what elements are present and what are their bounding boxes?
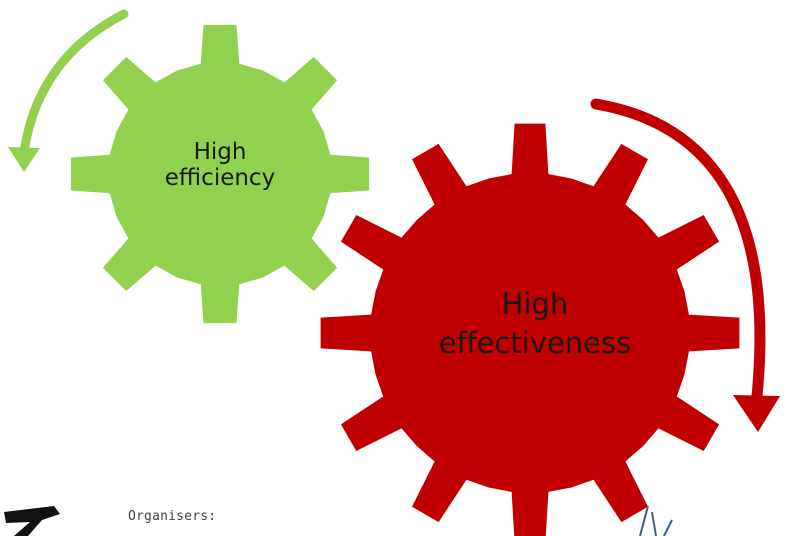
gear-label-effectiveness-line1: High (501, 287, 569, 321)
gear-label-efficiency-line1: High (193, 139, 247, 165)
green-rotation-arrow (8, 9, 129, 172)
organiser-logo-mark (4, 506, 60, 536)
gear-label-effectiveness: High effectiveness (385, 285, 685, 363)
red-rotation-arrow (590, 98, 780, 432)
gear-label-efficiency: High efficiency (130, 139, 310, 192)
gear-label-effectiveness-line2: effectiveness (438, 326, 632, 361)
partner-logo-mark (639, 505, 673, 536)
gear-label-efficiency-line2: efficiency (164, 164, 276, 191)
large-red-gear (320, 123, 740, 536)
small-green-gear (70, 24, 370, 324)
organisers-label: Organisers: (128, 509, 217, 524)
